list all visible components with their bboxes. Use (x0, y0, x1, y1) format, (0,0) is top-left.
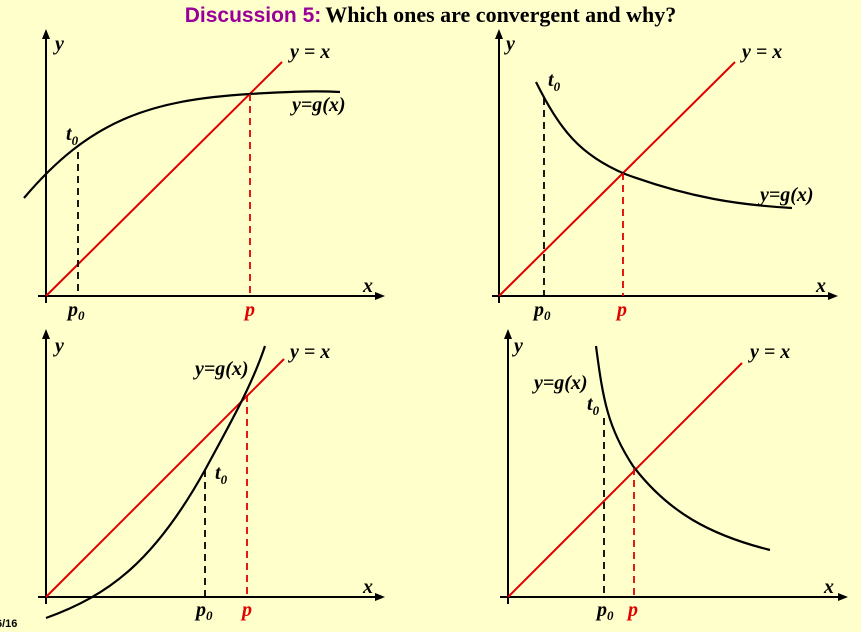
curve-g (594, 345, 771, 552)
curve-g (45, 345, 267, 620)
start-x-label: p0 (66, 299, 85, 323)
start-point-label: t0 (66, 123, 79, 148)
curve-label: y=g(x) (758, 184, 814, 206)
start-x-label: p0 (595, 599, 614, 623)
x-axis-label: x (815, 275, 826, 297)
panel-bottom-left: y x y = x y=g(x) t0 p0 p (38, 329, 385, 623)
y-axis-label: y (512, 335, 523, 357)
start-x-label: p0 (194, 599, 213, 623)
start-point-label: t0 (548, 69, 561, 94)
fixed-point-label: p (615, 299, 627, 321)
start-point-label: t0 (587, 393, 600, 418)
identity-label: y = x (288, 41, 330, 63)
start-point-label: t0 (215, 462, 228, 487)
title-prefix: Discussion 5: (184, 4, 322, 27)
identity-label: y = x (740, 41, 782, 63)
panel-top-right: y x y = x y=g(x) t0 p0 p (492, 29, 838, 323)
x-axis-label: x (362, 275, 373, 297)
curve-g (23, 90, 341, 199)
page-number: 6/16 (0, 618, 18, 630)
y-axis-label: y (53, 33, 64, 55)
identity-line (507, 362, 743, 598)
fixed-point-label: p (243, 299, 255, 321)
fixed-point-label: p (240, 599, 252, 621)
title-question: Which ones are convergent and why? (325, 2, 677, 27)
y-axis-label: y (504, 33, 515, 55)
identity-line (45, 358, 285, 598)
x-axis-label: x (823, 576, 834, 598)
slide-title: Discussion 5: Which ones are convergent … (0, 0, 861, 30)
curve-label: y=g(x) (290, 94, 346, 116)
identity-line (45, 61, 283, 297)
y-axis-label: y (53, 335, 64, 357)
start-x-label: p0 (532, 299, 551, 323)
identity-label: y = x (288, 341, 330, 363)
panel-bottom-right: y x y = x y=g(x) t0 p0 p (500, 329, 848, 623)
fixed-point-label: p (626, 599, 638, 621)
panel-top-left: y x y = x y=g(x) t0 p0 p (23, 29, 385, 323)
identity-label: y = x (748, 341, 790, 363)
x-axis-label: x (362, 576, 373, 598)
identity-line (498, 61, 736, 297)
curve-label: y=g(x) (193, 358, 249, 380)
curve-label: y=g(x) (532, 372, 588, 394)
curve-g (535, 81, 793, 210)
